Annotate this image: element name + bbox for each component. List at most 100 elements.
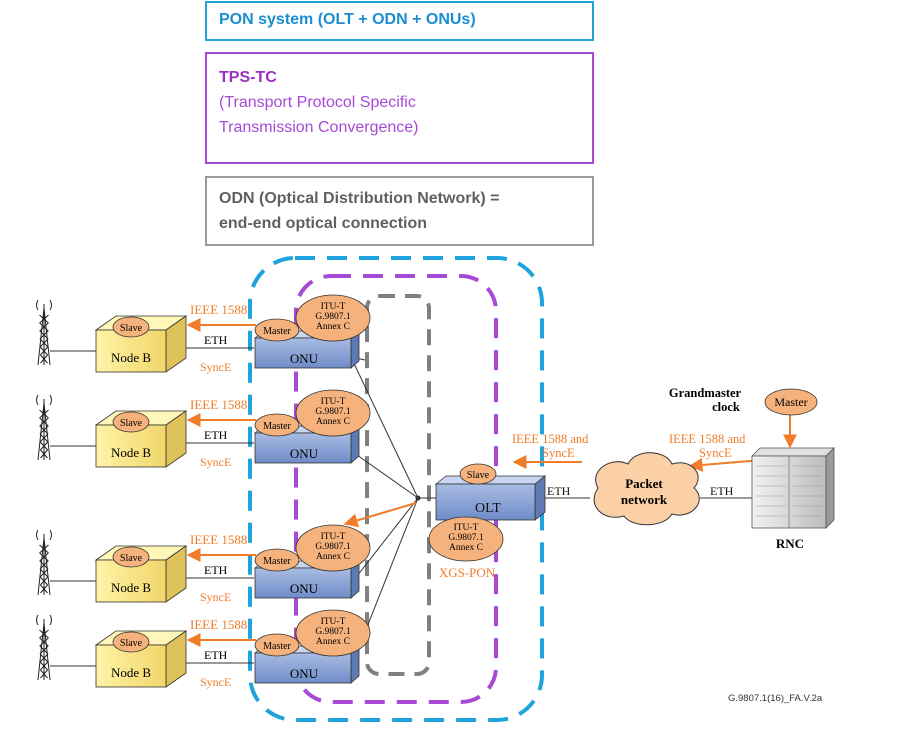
eth-label: ETH — [204, 428, 228, 442]
itu-line3: Annex C — [316, 417, 350, 427]
olt-itu-line1: ITU-T — [454, 523, 479, 533]
node-b-label: Node B — [111, 445, 151, 460]
ieee-label: IEEE 1588 — [190, 302, 247, 317]
rnc-rack: RNC — [751, 447, 835, 551]
master-ellipse — [254, 318, 300, 342]
master-ellipse — [254, 633, 300, 657]
rnc-eth-label: ETH — [710, 484, 734, 498]
itu-line3: Annex C — [316, 552, 350, 562]
olt-to-onu-arrow — [343, 502, 417, 528]
legend-odn: ODN (Optical Distribution Network) = end… — [205, 176, 594, 246]
synce-label: SyncE — [200, 360, 231, 374]
slave-ellipse — [112, 546, 150, 568]
figure-id: G.9807.1(16)_FA.V.2a — [728, 693, 823, 704]
itu-ellipse — [295, 389, 371, 437]
rnc-to-packet-arrow — [688, 457, 763, 472]
master-label: Master — [263, 556, 291, 567]
ieee-label: IEEE 1588 — [190, 397, 247, 412]
eth-label: ETH — [204, 648, 228, 662]
packet-label-line1: Packet — [625, 476, 663, 491]
slave-label: Slave — [120, 553, 143, 564]
onu-label: ONU — [290, 351, 319, 366]
itu-line3: Annex C — [316, 322, 350, 332]
synce-label: SyncE — [200, 590, 231, 604]
master-ellipse — [254, 548, 300, 572]
master-label: Master — [263, 326, 291, 337]
synce-label: SyncE — [200, 455, 231, 469]
olt-label: OLT — [475, 501, 501, 516]
olt-itu-ellipse — [428, 516, 504, 562]
legend-odn-line2: end-end optical connection — [219, 215, 428, 232]
legend-tps-line2: Transmission Convergence) — [219, 119, 419, 136]
itu-line2: G.9807.1 — [315, 627, 351, 637]
itu-line2: G.9807.1 — [315, 407, 351, 417]
antenna-icon — [36, 614, 52, 681]
itu-line2: G.9807.1 — [315, 312, 351, 322]
master-label: Master — [263, 641, 291, 652]
slave-ellipse — [112, 316, 150, 338]
node-b-label: Node B — [111, 580, 151, 595]
itu-line3: Annex C — [316, 637, 350, 647]
onu-label: ONU — [290, 581, 319, 596]
olt-eth-label: ETH — [547, 484, 571, 498]
legend-pon-text: PON system (OLT + ODN + ONUs) — [219, 11, 476, 28]
olt-ieee-label: IEEE 1588 and — [512, 432, 589, 446]
rnc-synce-label: SyncE — [699, 446, 732, 460]
slave-ellipse — [112, 631, 150, 653]
itu-line1: ITU-T — [321, 397, 346, 407]
ieee-label: IEEE 1588 — [190, 617, 247, 632]
onu: ONU — [253, 330, 361, 369]
grandmaster-master-ellipse — [764, 388, 818, 416]
itu-ellipse — [295, 294, 371, 342]
xgs-pon-label: XGS-PON — [439, 565, 496, 580]
olt-slave-ellipse — [459, 463, 497, 485]
grandmaster-master-label: Master — [774, 395, 807, 409]
legend-tps-line1: (Transport Protocol Specific — [219, 94, 416, 111]
itu-ellipse — [295, 609, 371, 657]
olt-slave-label: Slave — [467, 470, 490, 481]
rnc-ieee-label: IEEE 1588 and — [669, 432, 746, 446]
master-ellipse — [254, 413, 300, 437]
slave-label: Slave — [120, 323, 143, 334]
ieee-label: IEEE 1588 — [190, 532, 247, 547]
antenna-icon — [36, 394, 52, 461]
olt-itu-line3: Annex C — [449, 543, 483, 553]
packet-network-cloud: Packet network — [593, 452, 700, 526]
master-label: Master — [263, 421, 291, 432]
slave-label: Slave — [120, 418, 143, 429]
node-b-label: Node B — [111, 350, 151, 365]
node-b-label: Node B — [111, 665, 151, 680]
itu-line1: ITU-T — [321, 302, 346, 312]
legend-pon-system: PON system (OLT + ODN + ONUs) — [205, 1, 594, 41]
itu-ellipse — [295, 524, 371, 572]
olt-itu-line2: G.9807.1 — [448, 533, 484, 543]
itu-line1: ITU-T — [321, 532, 346, 542]
rnc-label: RNC — [776, 536, 804, 551]
packet-label-line2: network — [621, 492, 668, 507]
slave-ellipse — [112, 411, 150, 433]
onu-label: ONU — [290, 666, 319, 681]
eth-label: ETH — [204, 563, 228, 577]
olt-synce-label: SyncE — [542, 446, 575, 460]
legend-odn-line1: ODN (Optical Distribution Network) = — [219, 190, 500, 207]
odn-boundary — [365, 294, 431, 676]
itu-line2: G.9807.1 — [315, 542, 351, 552]
slave-label: Slave — [120, 638, 143, 649]
eth-label: ETH — [204, 333, 228, 347]
legend-tps-title: TPS-TC — [219, 69, 277, 86]
antenna-icon — [36, 299, 52, 366]
legend-tps-tc: TPS-TC (Transport Protocol Specific Tran… — [205, 52, 594, 164]
splitter-node — [415, 495, 421, 501]
synce-label: SyncE — [200, 675, 231, 689]
antenna-icon — [36, 529, 52, 596]
grandmaster-line2: clock — [712, 400, 740, 414]
olt: OLT Slave ITU-T G.9807.1 Annex C XGS-PON — [428, 463, 547, 580]
onu-label: ONU — [290, 446, 319, 461]
grandmaster-line1: Grandmaster — [669, 386, 742, 400]
